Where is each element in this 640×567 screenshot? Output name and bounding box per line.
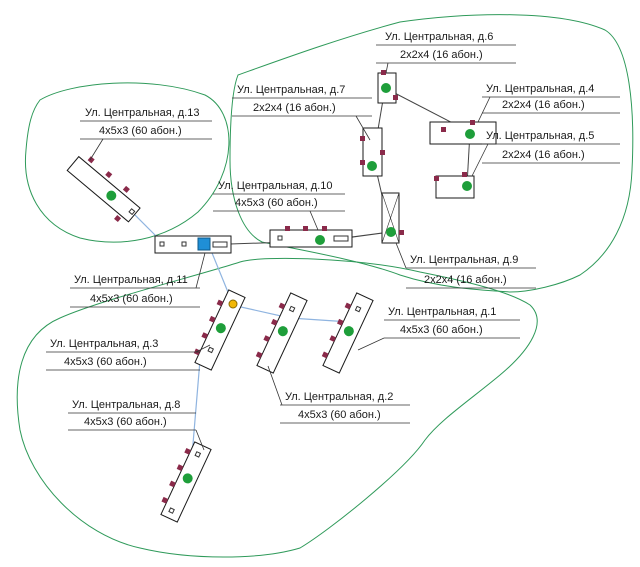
label-7: Ул. Центральная, д.7 2х2х4 (16 абон.): [232, 84, 372, 141]
unit-mark: [176, 464, 184, 471]
node-dot: [381, 83, 391, 93]
svg-text:4х5х3 (60 абон.): 4х5х3 (60 абон.): [90, 293, 173, 305]
building-3: [193, 289, 246, 371]
label-3: Ул. Центральная, д.3 4х5х3 (60 абон.): [46, 338, 211, 371]
svg-text:Ул. Центральная, д.6: Ул. Центральная, д.6: [385, 31, 493, 43]
svg-text:4х5х3 (60 абон.): 4х5х3 (60 абон.): [99, 125, 182, 137]
svg-text:Ул. Центральная, д.4: Ул. Центральная, д.4: [486, 83, 594, 95]
unit-mark: [184, 447, 191, 455]
building-2: [255, 292, 308, 374]
svg-text:2х2х4 (16 абон.): 2х2х4 (16 абон.): [424, 274, 507, 286]
svg-text:4х5х3 (60 абон.): 4х5х3 (60 абон.): [84, 416, 167, 428]
junction-icon: [228, 299, 238, 309]
unit-mark: [216, 299, 224, 307]
unit-mark: [161, 496, 169, 504]
unit-mark: [434, 176, 439, 181]
svg-text:Ул. Центральная, д.10: Ул. Центральная, д.10: [218, 180, 333, 192]
unit-mark: [441, 127, 446, 132]
node-dot: [106, 190, 117, 201]
node-dot: [315, 235, 325, 245]
unit-mark: [87, 156, 95, 164]
svg-text:4х5х3 (60 абон.): 4х5х3 (60 абон.): [64, 356, 147, 368]
unit-mark: [303, 226, 308, 231]
svg-text:4х5х3 (60 абон.): 4х5х3 (60 абон.): [235, 197, 318, 209]
label-11: Ул. Центральная, д.11 4х5х3 (60 абон.): [70, 252, 206, 308]
building-4: [429, 120, 497, 145]
unit-mark: [114, 215, 122, 223]
unit-mark: [169, 480, 176, 488]
svg-text:4х5х3 (60 абон.): 4х5х3 (60 абон.): [400, 324, 483, 336]
unit-mark: [321, 351, 329, 359]
unit-mark: [122, 185, 130, 193]
label-1: Ул. Центральная, д.1 4х5х3 (60 абон.): [357, 306, 520, 351]
zone-right-top: [229, 14, 634, 293]
building-7: [360, 127, 385, 177]
unit-mark: [360, 160, 365, 165]
unit-mark: [285, 226, 290, 231]
label-8: Ул. Центральная, д.8 4х5х3 (60 абон.): [68, 399, 205, 451]
svg-text:Ул. Центральная, д.9: Ул. Центральная, д.9: [410, 254, 518, 266]
unit-mark: [271, 318, 278, 326]
unit-mark: [393, 95, 398, 100]
unit-mark: [105, 171, 113, 179]
svg-text:Ул. Центральная, д.8: Ул. Центральная, д.8: [72, 399, 180, 411]
unit-mark: [255, 351, 263, 359]
label-9: Ул. Центральная, д.9 2х2х4 (16 абон.): [395, 242, 536, 289]
building-9: [381, 192, 404, 244]
building-5: [434, 172, 475, 199]
unit-mark: [263, 335, 271, 342]
unit-mark: [344, 302, 352, 310]
node-dot: [182, 473, 193, 484]
svg-text:Ул. Центральная, д.13: Ул. Центральная, д.13: [85, 107, 200, 119]
unit-mark: [380, 150, 385, 155]
svg-text:Ул. Центральная, д.1: Ул. Центральная, д.1: [388, 306, 496, 318]
svg-text:Ул. Центральная, д.11: Ул. Центральная, д.11: [74, 274, 188, 286]
node-dot: [465, 129, 475, 139]
node-dot: [367, 161, 377, 171]
building-10: [269, 226, 353, 248]
building-8: [160, 441, 212, 523]
svg-text:Ул. Центральная, д.2: Ул. Центральная, д.2: [285, 391, 393, 403]
svg-text:2х2х4 (16 абон.): 2х2х4 (16 абон.): [253, 102, 336, 114]
label-6: Ул. Центральная, д.6 2х2х4 (16 абон.): [376, 31, 516, 74]
unit-mark: [399, 230, 404, 235]
hub-icon: [197, 237, 211, 251]
label-10: Ул. Центральная, д.10 4х5х3 (60 абон.): [213, 180, 345, 231]
unit-mark: [360, 136, 365, 141]
building-11: [154, 235, 232, 254]
unit-mark: [337, 318, 344, 326]
svg-text:Ул. Центральная, д.3: Ул. Центральная, д.3: [50, 338, 158, 350]
unit-mark: [329, 335, 337, 342]
unit-mark: [322, 226, 327, 231]
building-1: [321, 292, 374, 374]
node-dot: [386, 227, 396, 237]
unit-mark: [278, 302, 286, 310]
node-dot: [215, 323, 226, 334]
node-dot: [343, 326, 354, 337]
svg-text:4х5х3 (60 абон.): 4х5х3 (60 абон.): [298, 409, 381, 421]
svg-text:2х2х4 (16 абон.): 2х2х4 (16 абон.): [502, 99, 585, 111]
unit-mark: [470, 120, 475, 125]
svg-text:Ул. Центральная, д.5: Ул. Центральная, д.5: [486, 130, 594, 142]
unit-mark: [381, 70, 386, 75]
label-2: Ул. Центральная, д.2 4х5х3 (60 абон.): [267, 365, 410, 424]
building-13: [66, 155, 141, 223]
node-dot: [277, 326, 288, 337]
node-dot: [462, 181, 472, 191]
zone-bottom: [16, 257, 538, 558]
label-4: Ул. Центральная, д.4 2х2х4 (16 абон.): [477, 83, 620, 123]
svg-text:Ул. Центральная, д.7: Ул. Центральная, д.7: [237, 84, 345, 96]
zone-left-top: [24, 82, 230, 243]
building-6: [377, 70, 398, 104]
svg-text:2х2х4 (16 абон.): 2х2х4 (16 абон.): [502, 149, 585, 161]
label-5: Ул. Центральная, д.5 2х2х4 (16 абон.): [471, 130, 620, 177]
unit-mark: [201, 332, 209, 339]
label-13: Ул. Центральная, д.13 4х5х3 (60 абон.): [80, 107, 212, 161]
unit-mark: [462, 172, 467, 177]
unit-mark: [209, 315, 216, 323]
svg-text:2х2х4 (16 абон.): 2х2х4 (16 абон.): [400, 49, 483, 61]
